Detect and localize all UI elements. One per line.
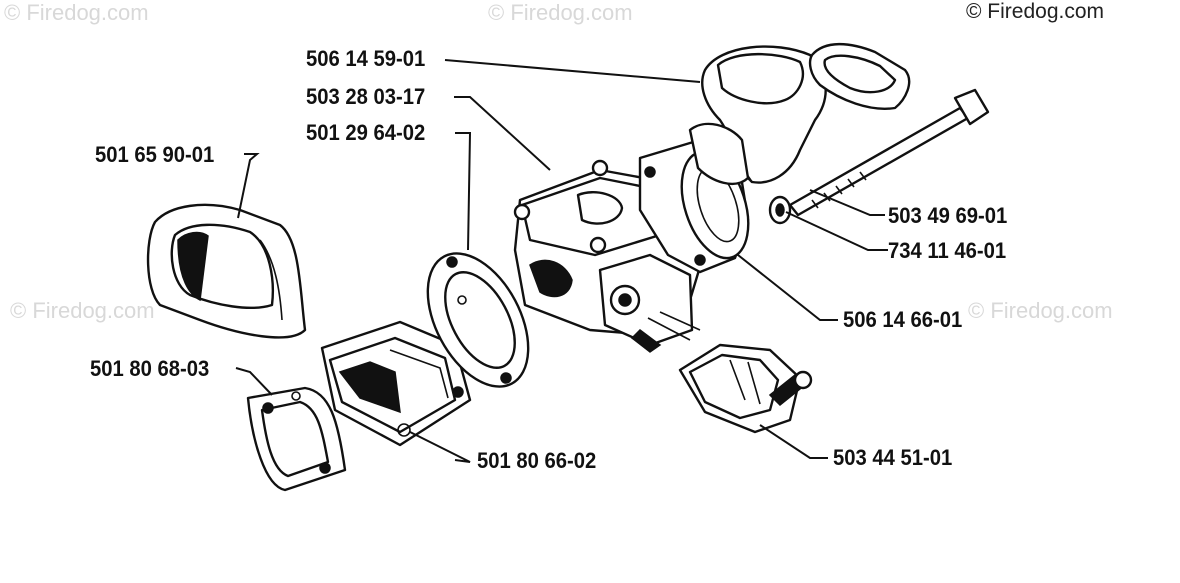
watermark-top-left: © Firedog.com <box>4 0 149 25</box>
part-label-washer: 734 11 46-01 <box>888 238 1007 263</box>
air-filter-cover-part <box>146 203 307 339</box>
watermark-mid-left: © Firedog.com <box>10 298 155 323</box>
part-label-long-bolt: 503 49 69-01 <box>888 203 1008 228</box>
boot-seal-part <box>808 42 911 110</box>
part-label-filter-holder: 501 80 66-02 <box>477 448 597 473</box>
part-label-carburetor: 503 28 03-17 <box>306 84 426 109</box>
filter-gasket-part <box>246 386 347 492</box>
fuel-pump-part <box>678 343 813 434</box>
leader-lines <box>235 59 888 463</box>
watermark-mid-right: © Firedog.com <box>968 298 1113 323</box>
long-bolt-part <box>788 88 990 217</box>
part-label-air-filter-cover: 501 65 90-01 <box>95 142 215 167</box>
carb-gasket-part <box>426 252 530 388</box>
filter-holder-part <box>320 320 472 447</box>
watermark-top-center: © Firedog.com <box>488 0 633 25</box>
part-label-fuel-pump: 503 44 51-01 <box>833 445 953 470</box>
washer-part <box>768 195 792 225</box>
part-label-carb-gasket: 501 29 64-02 <box>306 120 426 145</box>
watermark-top-right: © Firedog.com <box>966 0 1105 23</box>
part-label-filter-gasket: 501 80 68-03 <box>90 356 210 381</box>
part-label-intake-boot: 506 14 59-01 <box>306 46 426 71</box>
part-label-intake-flange: 506 14 66-01 <box>843 307 963 332</box>
intake-boot-part <box>688 45 827 185</box>
